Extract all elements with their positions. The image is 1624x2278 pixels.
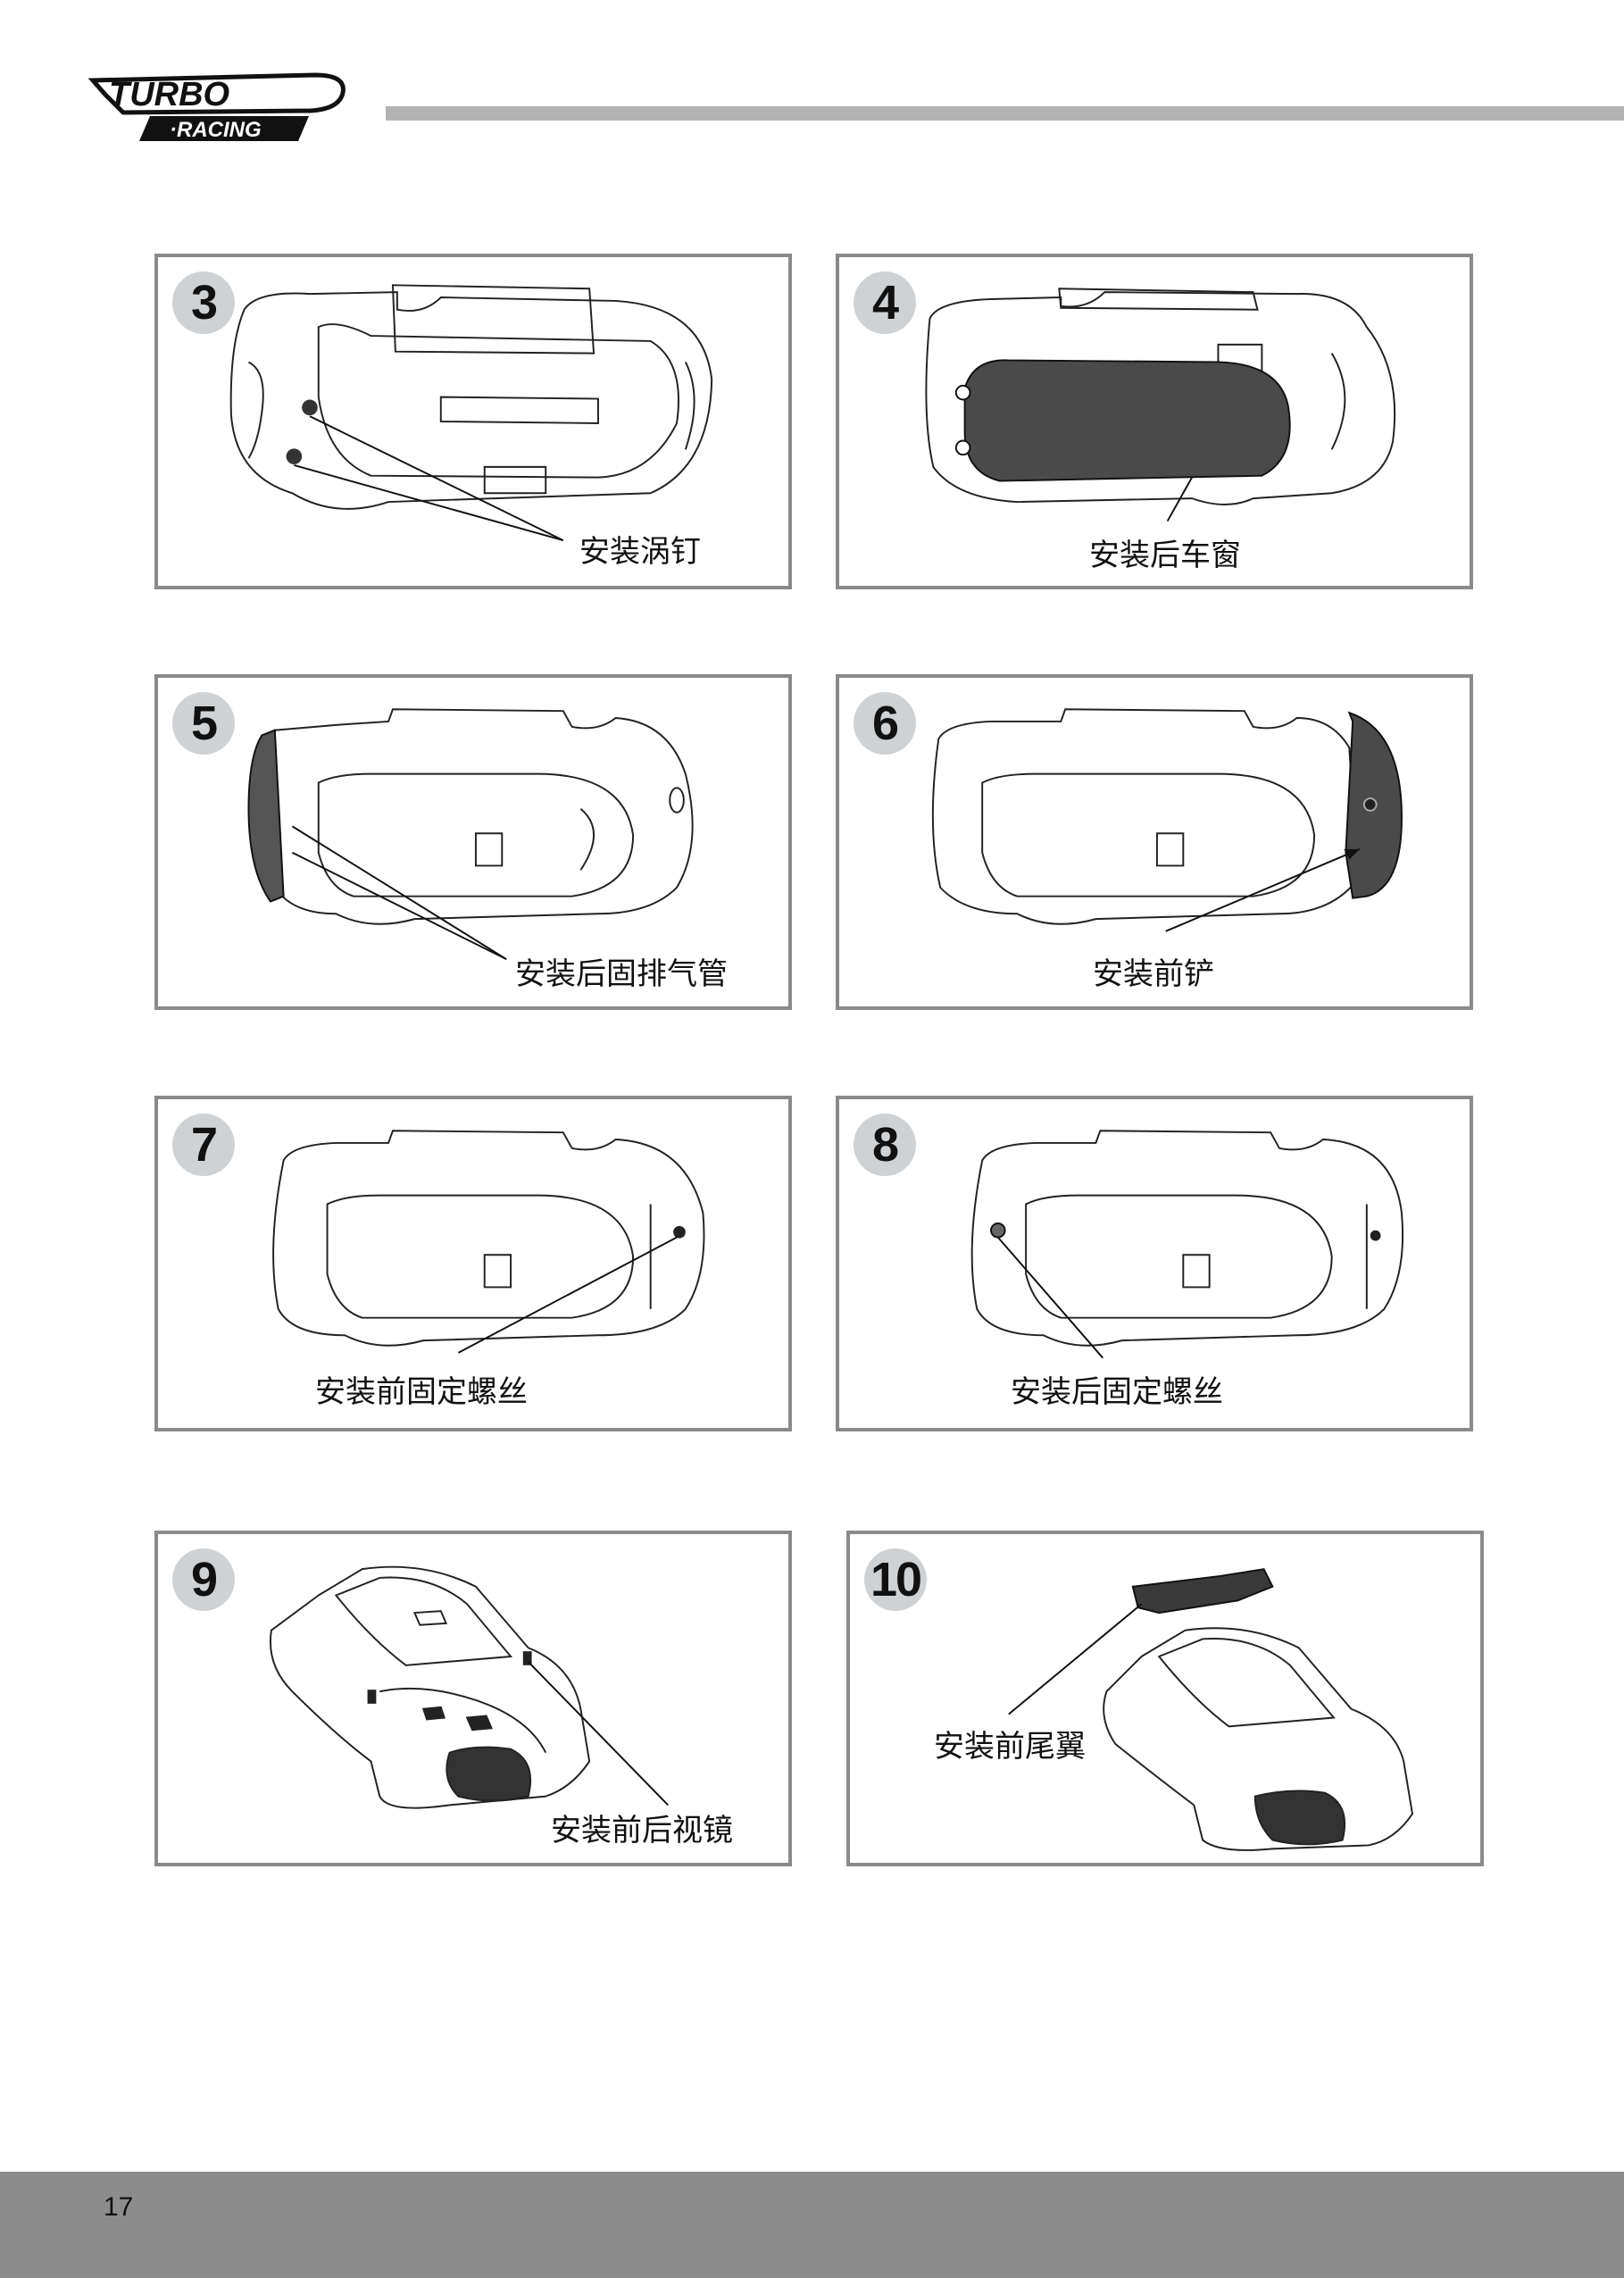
step-caption: 安装前铲 xyxy=(1093,956,1214,992)
step-panel-4: 4 安装后车窗 xyxy=(836,254,1473,589)
step-panel-10: 10 安装前尾翼 xyxy=(846,1531,1484,1866)
step-number-badge: 6 xyxy=(854,692,916,755)
step-panel-6: 6 安装前铲 xyxy=(836,674,1473,1010)
car-body-underside-illustration xyxy=(925,288,1396,522)
step-number-badge: 10 xyxy=(864,1548,927,1611)
step-panel-3: 3 安装涡钉 xyxy=(154,254,792,589)
step-panel-8: 8 安装后固定螺丝 xyxy=(836,1096,1473,1431)
footer-bar xyxy=(0,2172,1624,2278)
step-number-badge: 7 xyxy=(172,1114,235,1176)
car-body-underside-illustration xyxy=(970,1130,1404,1359)
step-number-badge: 9 xyxy=(172,1548,235,1611)
turbo-racing-logo: TURBO ·RACING xyxy=(87,72,346,142)
page-number: 17 xyxy=(104,2192,134,2222)
car-body-underside-illustration xyxy=(247,708,694,961)
header-bar xyxy=(386,106,1624,121)
step-caption: 安装前尾翼 xyxy=(934,1729,1086,1765)
step-panel-7: 7 安装前固定螺丝 xyxy=(154,1096,792,1431)
step-caption: 安装前固定螺丝 xyxy=(315,1374,528,1410)
car-body-3d-illustration xyxy=(1008,1568,1414,1851)
step-number-badge: 8 xyxy=(854,1114,916,1176)
step-number-badge: 5 xyxy=(172,692,235,755)
car-body-underside-illustration xyxy=(272,1130,705,1354)
step-caption: 安装后车窗 xyxy=(1089,538,1241,573)
step-number-badge: 3 xyxy=(172,271,235,334)
car-body-underside-illustration xyxy=(931,708,1403,932)
step-caption: 安装后固排气管 xyxy=(515,956,728,992)
car-body-3d-illustration xyxy=(270,1565,669,1809)
step-caption: 安装涡钉 xyxy=(579,534,701,570)
logo-text-bottom: ·RACING xyxy=(170,118,262,142)
step-panel-5: 5 安装后固排气管 xyxy=(154,674,792,1010)
step-panel-9: 9 安装前后视镜 xyxy=(154,1531,792,1866)
car-body-underside-illustration xyxy=(229,284,713,542)
step-caption: 安装前后视镜 xyxy=(551,1813,733,1848)
step-number-badge: 4 xyxy=(854,271,916,334)
step-caption: 安装后固定螺丝 xyxy=(1011,1374,1223,1410)
logo-text-top: TURBO xyxy=(109,76,229,113)
